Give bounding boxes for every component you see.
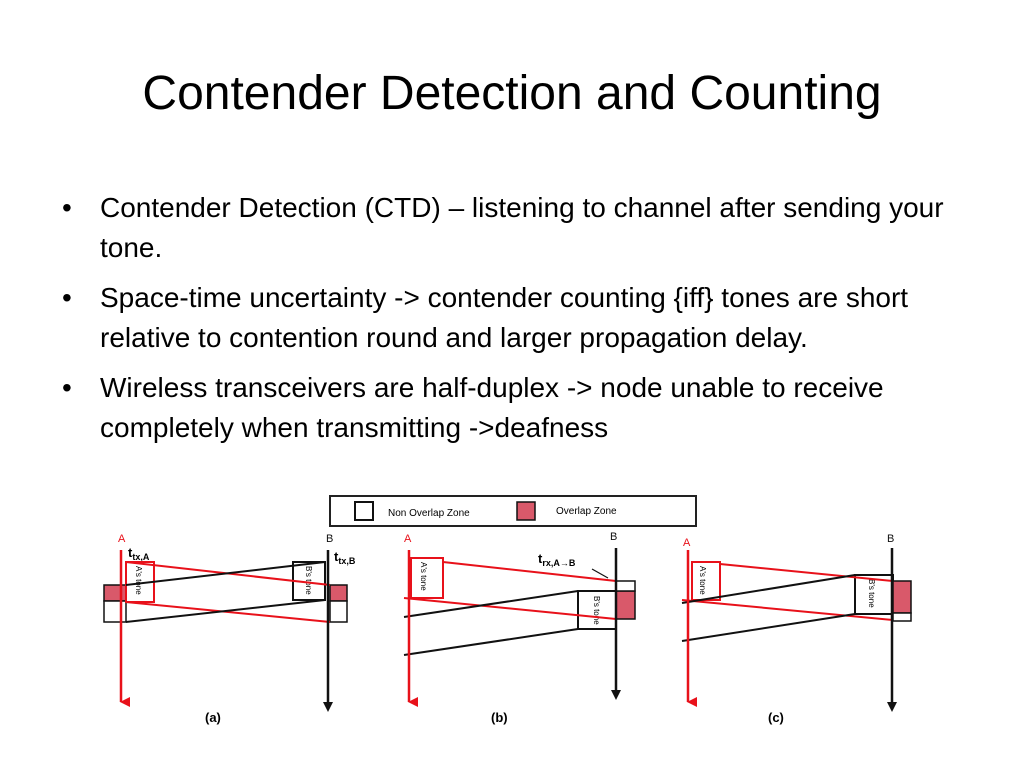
bullet-item: Contender Detection (CTD) – listening to… <box>62 188 982 268</box>
overlap-swatch <box>516 501 536 521</box>
legend: Non Overlap Zone Overlap Zone <box>329 495 697 527</box>
panel-a: A B ttx,A ttx,B A's tone B's tone (a) <box>103 533 356 725</box>
b-tone-label: B's tone <box>592 596 601 625</box>
legend-non-overlap-label: Non Overlap Zone <box>388 508 470 519</box>
bullet-list: Contender Detection (CTD) – listening to… <box>62 188 982 458</box>
node-a-label: A <box>118 533 126 545</box>
ttx-b-label: ttx,B <box>334 549 356 566</box>
node-b-label: B <box>887 533 894 545</box>
legend-overlap-label: Overlap Zone <box>556 506 617 517</box>
non-overlap-swatch <box>354 501 374 521</box>
b-tone-label: B's tone <box>867 579 876 608</box>
caption-c: (c) <box>768 710 784 725</box>
bullet-item: Space-time uncertainty -> contender coun… <box>62 278 982 358</box>
node-a-label: A <box>683 537 691 549</box>
b-tone-label: B's tone <box>304 566 313 595</box>
a-tone-label: A's tone <box>698 566 707 595</box>
slide-title: Contender Detection and Counting <box>142 67 882 120</box>
a-tone-label: A's tone <box>134 566 143 595</box>
ttx-a-label: ttx,A <box>128 545 150 562</box>
node-a-label: A <box>404 533 412 545</box>
node-b-label: B <box>610 531 617 543</box>
trx-label: trx,A→B <box>538 551 576 568</box>
caption-a: (a) <box>205 710 221 725</box>
panel-b: A B trx,A→B A's tone B's tone (b) <box>403 531 636 725</box>
bullet-item: Wireless transceivers are half-duplex ->… <box>62 368 982 448</box>
node-b-label: B <box>326 533 333 545</box>
panel-c: A B A's tone B's tone (c) <box>681 533 912 725</box>
a-tone-label: A's tone <box>419 562 428 591</box>
caption-b: (b) <box>491 710 508 725</box>
